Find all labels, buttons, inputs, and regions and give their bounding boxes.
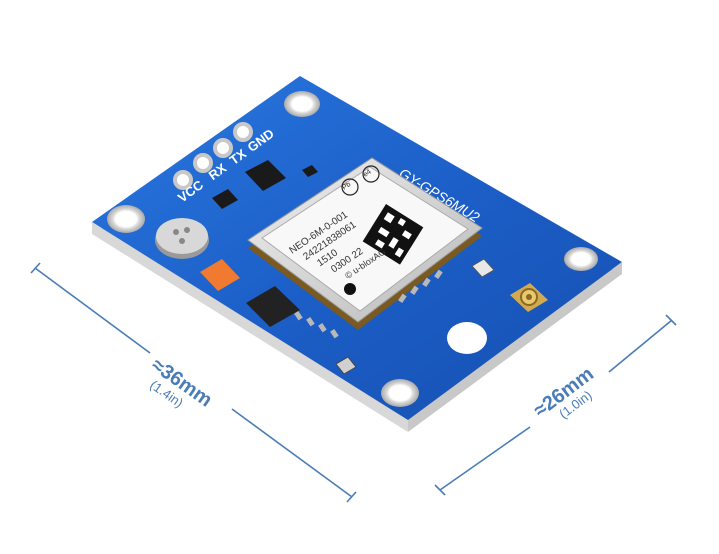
smd-capacitor: [471, 258, 495, 278]
pin1-dot: [344, 283, 356, 295]
voltage-regulator: [245, 160, 286, 191]
mounting-hole: [107, 205, 145, 233]
pin-hole-tx: [213, 138, 233, 158]
pin-hole-rx: [193, 153, 213, 173]
smd-resistor: [335, 356, 357, 375]
width-line-left: [439, 426, 531, 491]
length-line-right: [231, 408, 353, 498]
e4-mark: [362, 165, 380, 183]
mounting-hole: [284, 91, 320, 117]
mounting-hole: [381, 379, 419, 407]
datamatrix-code: [362, 204, 424, 265]
gps-module: Pb e4 NEO-6M-0-001 24221838061 1510 0300…: [247, 157, 483, 330]
pin-hole-gnd: [233, 122, 253, 142]
center-hole: [447, 322, 487, 354]
pb-mark: [341, 178, 359, 196]
diode: [302, 165, 318, 177]
antenna-connector: [510, 283, 548, 312]
eeprom-chip: [246, 286, 300, 327]
length-dimension: ≈36mm (1.4in): [147, 354, 216, 411]
e4-mark-text: e4: [362, 168, 372, 178]
mounting-holes: [107, 91, 598, 407]
tantalum-capacitor: [200, 259, 240, 291]
dimension-lines: [30, 262, 677, 503]
module-pads: [294, 269, 443, 339]
width-dimension: ≈26mm (1.0in): [530, 363, 598, 422]
transistor: [212, 189, 238, 209]
width-line-right: [608, 319, 673, 373]
smd-components: [200, 160, 495, 375]
pin-hole-vcc: [173, 170, 193, 190]
mounting-hole: [564, 247, 598, 271]
header-pins: [173, 122, 253, 190]
length-line-left: [34, 267, 151, 354]
backup-battery: [155, 218, 209, 259]
pb-mark-text: Pb: [341, 181, 352, 192]
